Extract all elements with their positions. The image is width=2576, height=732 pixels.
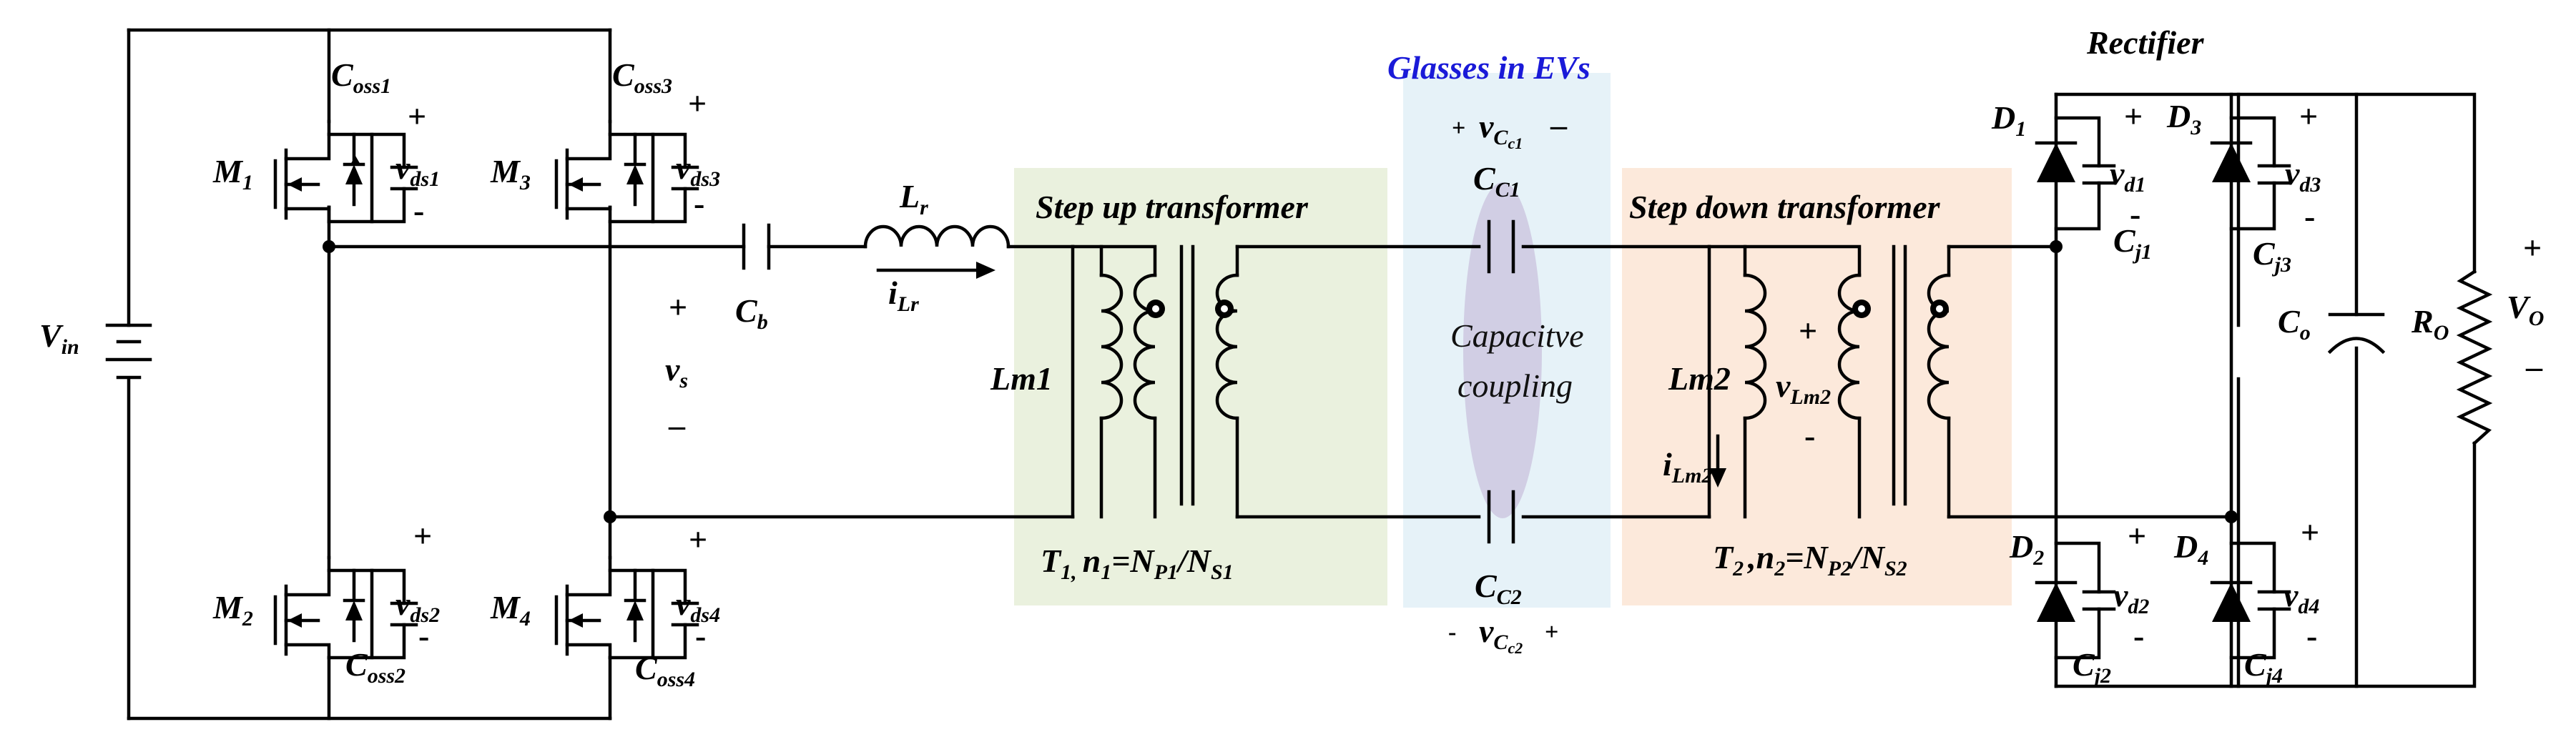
vds4-minus: -: [695, 618, 706, 654]
vd2-plus: +: [2128, 518, 2146, 554]
coss2-label: Coss2: [345, 646, 405, 688]
step-up-transformer: [1071, 244, 1481, 519]
output-stage: [2236, 92, 2493, 688]
mosfet-m3: [554, 119, 699, 224]
step-up-heading: Step up transformer: [1036, 189, 1309, 225]
m2-label: M2: [212, 589, 253, 630]
t2-label: T2,n2=NP2/NS2: [1713, 539, 1907, 580]
vs-plus: +: [669, 289, 687, 325]
vds4-label: vds4: [676, 585, 720, 627]
vo-label: VO: [2507, 289, 2544, 330]
cc2-label: CC2: [1475, 568, 1522, 609]
junction-dot: [323, 240, 335, 253]
vlm2-label: vLm2: [1776, 367, 1831, 409]
coss4-label: Coss4: [635, 650, 695, 691]
vds3-minus: -: [694, 185, 704, 222]
d1-label: D1: [1991, 99, 2026, 141]
lr-label: Lr: [899, 178, 928, 219]
step-down-region: [1622, 168, 2012, 605]
step-down-transformer: [1707, 244, 2233, 519]
vs-minus: –: [668, 407, 686, 443]
vds4-plus: +: [689, 521, 707, 558]
vds1-plus: +: [408, 98, 426, 134]
cb-capacitor: [742, 223, 771, 270]
vds1-minus: -: [413, 192, 424, 229]
t1-label: T1,n1=NP1/NS1: [1041, 543, 1234, 584]
vds1-label: vds1: [395, 149, 440, 191]
inverter-wiring: [127, 28, 1075, 721]
ilr-label: iLr: [888, 274, 919, 316]
m1-label: M1: [212, 153, 253, 194]
vo-plus: +: [2523, 229, 2542, 266]
capacitive-coupling-ellipse: [1463, 182, 1542, 518]
glasses-heading: Glasses in EVs: [1387, 49, 1591, 86]
vd4-minus: -: [2306, 618, 2317, 654]
co-label: Co: [2278, 303, 2311, 345]
cj4-label: Cj4: [2244, 646, 2283, 688]
cj2-label: Cj2: [2073, 646, 2111, 688]
cb-label: Cb: [735, 292, 768, 334]
coss1-label: Coss1: [331, 56, 391, 98]
vd1-minus: -: [2130, 196, 2140, 232]
m4-label: M4: [490, 589, 531, 630]
d3-label: D3: [2166, 98, 2201, 139]
vds2-minus: -: [418, 618, 429, 654]
vds2-label: vds2: [395, 585, 440, 627]
d4-label: D4: [2173, 528, 2208, 570]
vd3-minus: -: [2304, 198, 2315, 234]
step-up-region: [1014, 168, 1387, 605]
rectifier: [2035, 92, 2291, 688]
vd3-label: vd3: [2285, 155, 2321, 197]
vcc1-plus: +: [1452, 115, 1465, 142]
lr-inductor: [863, 224, 1075, 279]
vds3-plus: +: [688, 85, 707, 122]
vd2-label: vd2: [2113, 577, 2149, 618]
vds3-label: vds3: [676, 149, 720, 191]
cc1-label: CC1: [1473, 160, 1520, 202]
coupling-capacitors: [1487, 219, 1711, 544]
vlm2-minus: -: [1804, 417, 1815, 454]
step-down-heading: Step down transformer: [1629, 189, 1941, 225]
coss3-label: Coss3: [612, 56, 672, 98]
vd2-minus: -: [2133, 618, 2144, 654]
vd4-label: vd4: [2284, 577, 2319, 618]
ilm2-label: iLm2: [1663, 446, 1712, 488]
vlm2-plus: +: [1799, 312, 1817, 349]
vcc2-label: vCc2: [1479, 613, 1523, 657]
junction-dot: [604, 510, 616, 523]
capacitive-coupling-line1: Capacitve: [1450, 317, 1584, 354]
mosfet-m1: [273, 119, 418, 224]
ro-label: RO: [2411, 303, 2449, 345]
m3-label: M3: [490, 153, 531, 194]
mosfet-m2: [273, 555, 418, 660]
rectifier-heading: Rectifier: [2086, 24, 2205, 61]
vin-label: Vin: [39, 317, 79, 359]
vd1-plus: +: [2124, 98, 2143, 134]
mosfet-m4: [554, 555, 699, 660]
vcc2-minus: -: [1448, 619, 1456, 646]
vd1-label: vd1: [2110, 155, 2145, 197]
capacitive-coupling-line2: coupling: [1457, 367, 1573, 404]
vcc1-minus: –: [1550, 107, 1568, 143]
vin-battery: [105, 323, 152, 380]
lm2-label: Lm2: [1668, 360, 1731, 397]
cj3-label: Cj3: [2253, 235, 2291, 277]
vs-label: vs: [665, 351, 688, 392]
vcc2-plus: +: [1545, 619, 1558, 646]
d2-label: D2: [2009, 528, 2044, 570]
vds2-plus: +: [413, 518, 432, 554]
vcc1-label: vCc1: [1479, 108, 1523, 152]
vd4-plus: +: [2301, 514, 2319, 550]
lm1-label: Lm1: [990, 360, 1053, 397]
vo-minus: –: [2525, 348, 2543, 385]
vd3-plus: +: [2299, 98, 2318, 134]
cj1-label: Cj1: [2113, 222, 2152, 264]
